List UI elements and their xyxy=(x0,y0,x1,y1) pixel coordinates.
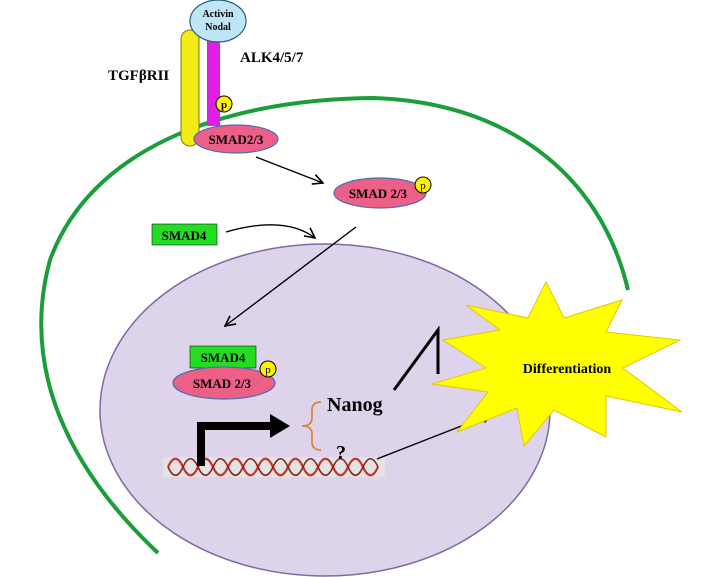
translocation-arrow xyxy=(255,156,323,183)
transcription-start-arrow xyxy=(197,414,290,466)
smad23-cytoplasm-label: SMAD 2/3 xyxy=(349,186,408,201)
phospho-nucleus-label: p xyxy=(265,364,271,376)
activin-nodal-ligand xyxy=(189,0,247,43)
smad4-cytoplasm-label: SMAD4 xyxy=(162,228,207,243)
phospho-receptor-label: p xyxy=(221,99,227,111)
phospho-receptor xyxy=(215,95,233,113)
differentiation-burst xyxy=(431,280,683,448)
nuclear-import-arrow xyxy=(225,226,357,326)
cell-membrane xyxy=(39,95,630,555)
unknown-target-label: ? xyxy=(336,442,346,464)
smad23-nucleus xyxy=(172,366,276,400)
phospho-cytoplasm xyxy=(414,176,432,194)
ligand-label-line1: Activin xyxy=(202,9,234,20)
target-gene-bracket xyxy=(301,401,322,451)
alk-receptor xyxy=(207,34,220,126)
nanog-label: Nanog xyxy=(327,394,383,416)
smad23-cytoplasm xyxy=(333,177,427,209)
tgfbrii-receptor xyxy=(180,29,200,147)
smad23-nucleus-label: SMAD 2/3 xyxy=(193,376,252,391)
nanog-inhibition xyxy=(392,325,440,391)
phospho-cytoplasm-label: p xyxy=(420,180,426,192)
smad23-membrane xyxy=(193,124,279,154)
differentiation-label: Differentiation xyxy=(523,362,612,377)
smad4-binding-arrow xyxy=(225,224,315,238)
dna-helix xyxy=(163,457,385,477)
phospho-nucleus xyxy=(259,360,277,378)
alk-label: ALK4/5/7 xyxy=(240,50,304,66)
smad4-nucleus-label: SMAD4 xyxy=(201,350,246,365)
smad23-membrane-label: SMAD2/3 xyxy=(209,132,264,147)
smad4-cytoplasm xyxy=(151,223,218,246)
ligand-label-line2: Nodal xyxy=(205,22,231,33)
tgfbrii-label: TGFβRII xyxy=(108,68,169,84)
